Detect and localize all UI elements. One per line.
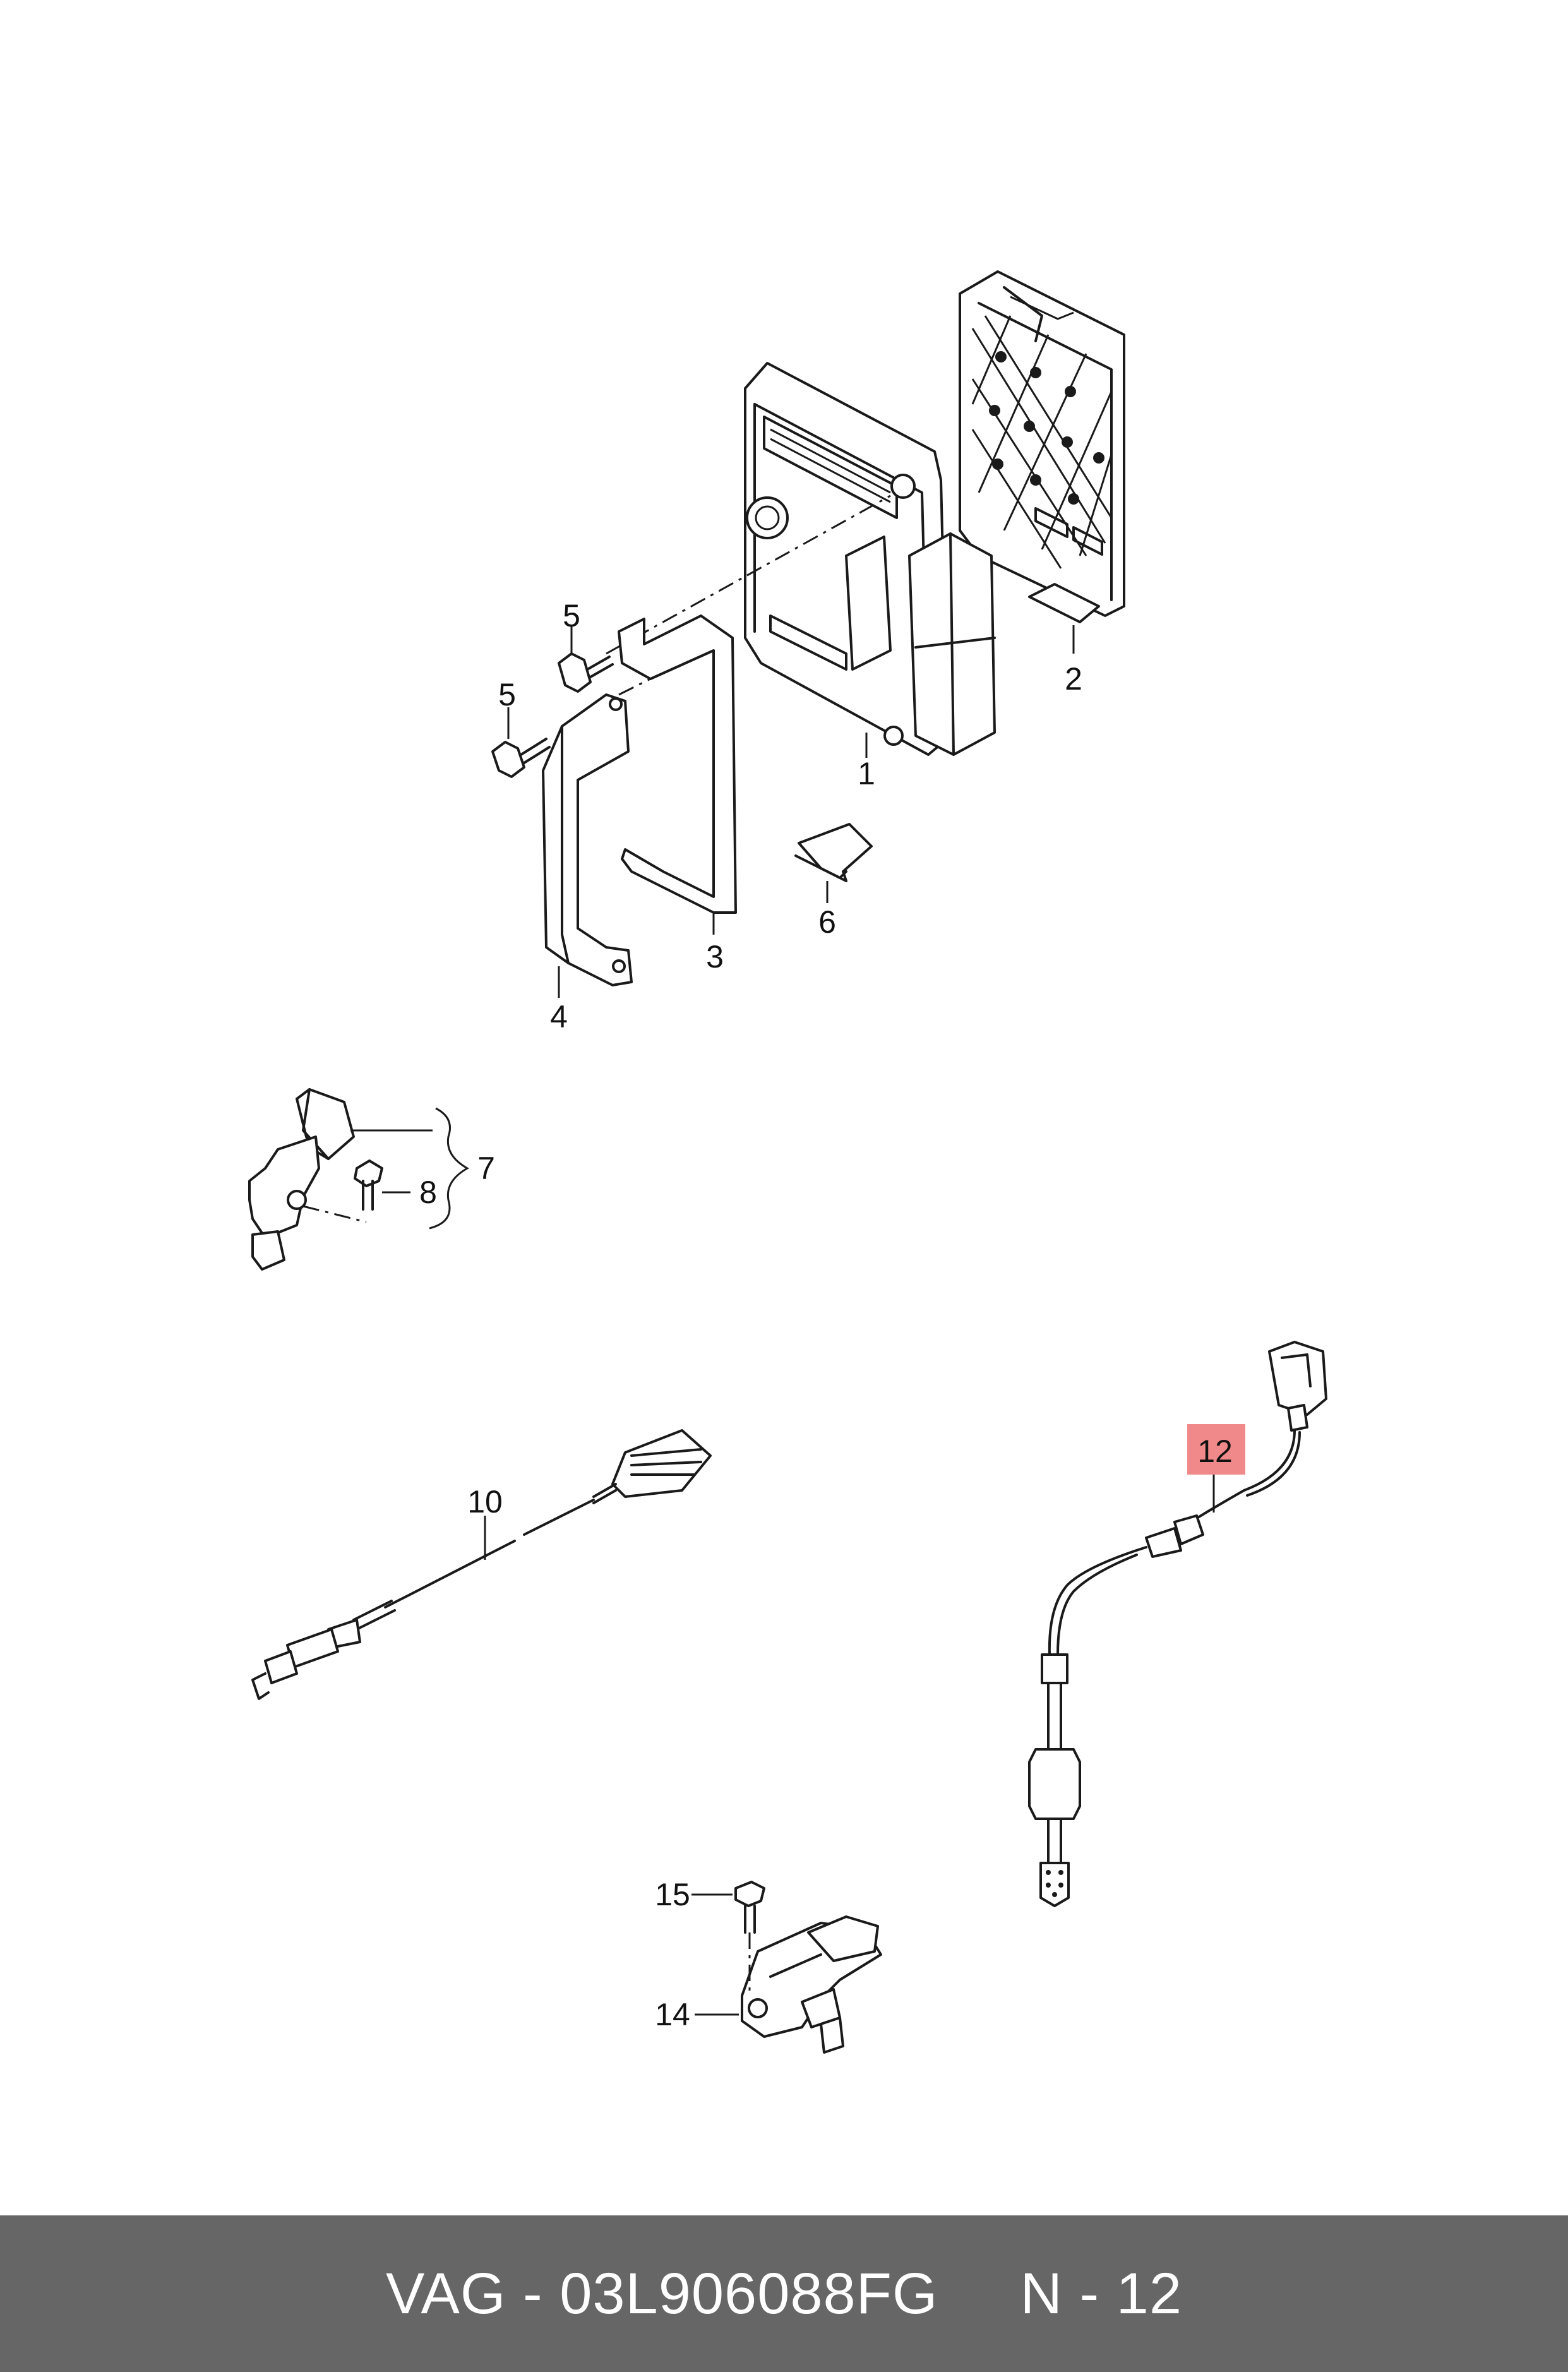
label-part-4: 4 (550, 999, 568, 1034)
label-part-8: 8 (419, 1175, 437, 1210)
label-part-1: 1 (858, 756, 875, 791)
label-part-7: 7 (477, 1151, 495, 1186)
clip-drawing (794, 823, 873, 903)
label-part-10: 10 (467, 1484, 503, 1519)
label-part-5-lower: 5 (498, 677, 516, 712)
lambda-probe-10-drawing (251, 1429, 712, 1700)
sensor-7-drawing (248, 1088, 470, 1271)
highlight-marker (1187, 1424, 1245, 1475)
cover-plate-drawing (959, 270, 1125, 654)
label-part-5-upper: 5 (563, 598, 580, 633)
footer-page-ref: N - 12 (1020, 2261, 1182, 2326)
label-part-3: 3 (706, 939, 724, 974)
label-part-12: 12 (1197, 1434, 1233, 1469)
bracket-3-drawing (618, 614, 737, 935)
footer-part-number: VAG - 03L906088FG (386, 2261, 938, 2326)
footer-bar: VAG - 03L906088FG N - 12 (0, 2215, 1568, 2372)
pressure-sensor-14-drawing (691, 1881, 882, 2054)
label-part-2: 2 (1065, 661, 1082, 697)
label-part-14: 14 (655, 1997, 690, 2032)
temp-sensor-12-drawing (1028, 1341, 1327, 1907)
bracket-4-drawing (542, 693, 633, 998)
bolt-5-drawing (491, 625, 614, 778)
label-part-15: 15 (655, 1877, 690, 1912)
label-part-6: 6 (818, 904, 836, 940)
diagram-drawing (248, 270, 1327, 2054)
ecu-drawing (744, 362, 996, 758)
